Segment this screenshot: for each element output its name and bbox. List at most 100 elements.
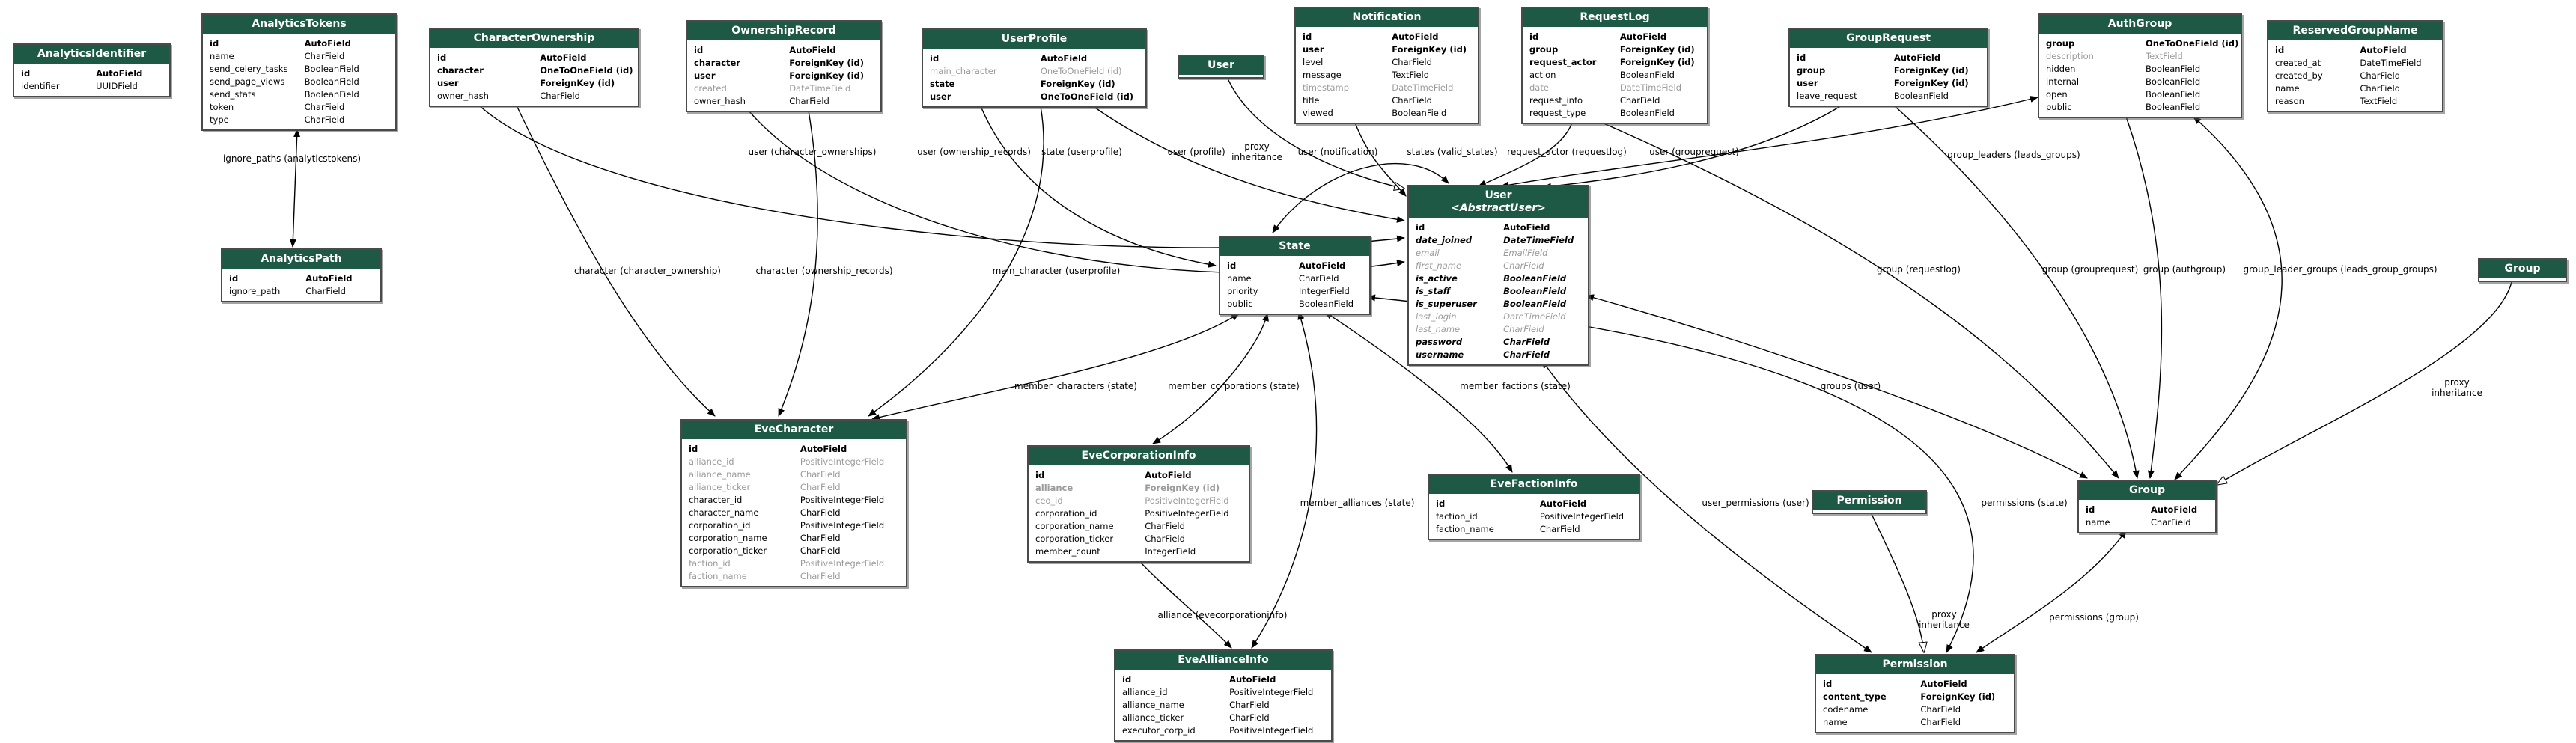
field-name: internal [2046, 76, 2080, 87]
field-name: public [1227, 299, 1253, 309]
field-type: CharField [2150, 517, 2191, 528]
field-type: ForeignKey (id) [1619, 57, 1695, 67]
field-name: id [689, 444, 698, 454]
field-type: DateTimeField [2360, 58, 2422, 68]
field-name: name [2086, 517, 2110, 528]
relationship-edge-15 [2125, 116, 2163, 479]
field-type: BooleanField [1503, 273, 1567, 284]
field-type: DateTimeField [1503, 235, 1574, 245]
field-type: AutoField [540, 52, 587, 63]
field-type: PositiveIntegerField [800, 558, 885, 569]
field-type: AutoField [2150, 504, 2198, 515]
field-name: faction_name [689, 571, 747, 581]
field-name: last_login [1416, 311, 1457, 322]
field-type: PositiveIntegerField [1229, 725, 1314, 736]
field-name: reason [2275, 96, 2304, 106]
field-type: CharField [1920, 717, 1961, 727]
edge-label-user-profile: user (profile) [1167, 147, 1225, 157]
edge-label-proxy: proxy inheritance [2432, 377, 2482, 398]
field-name: name [2275, 83, 2300, 94]
field-name: corporation_ticker [689, 545, 767, 556]
field-name: corporation_id [1035, 508, 1097, 519]
edge-label-member-alliances-state: member_alliances (state) [1300, 498, 1415, 508]
field-name: type [210, 114, 229, 125]
table-name: Permission [1836, 495, 1902, 507]
edge-label-character-character-ownership: character (character_ownership) [574, 266, 721, 276]
field-name: date_joined [1416, 235, 1473, 245]
field-name: created_at [2275, 58, 2321, 68]
table-name: UserProfile [1001, 33, 1068, 45]
field-type: AutoField [2360, 45, 2407, 55]
field-type: DateTimeField [1503, 311, 1566, 322]
field-type: CharField [540, 91, 580, 101]
relationship-edge-28 [1976, 530, 2127, 653]
field-type: OneToOneField (id) [1040, 91, 1134, 102]
edge-label-user-notification: user (notification) [1297, 147, 1378, 157]
field-row-name: name CharField [2079, 516, 2215, 529]
field-name: send_stats [210, 89, 256, 100]
field-name: user [1303, 44, 1324, 55]
table-name: EveFactionInfo [1490, 478, 1578, 490]
field-name: faction_name [1436, 524, 1494, 534]
field-type: ForeignKey (id) [1040, 79, 1115, 89]
field-name: alliance_name [1122, 700, 1184, 710]
table-name: AnalyticsTokens [252, 18, 347, 30]
field-type: CharField [304, 51, 345, 61]
field-type: CharField [1503, 260, 1544, 271]
field-name: created_by [2275, 70, 2323, 81]
field-type: TextField [2360, 96, 2398, 106]
relationship-edge-1 [478, 105, 1405, 248]
field-name: token [210, 102, 234, 112]
field-type: CharField [800, 545, 841, 556]
field-name: open [2046, 89, 2068, 100]
field-name: owner_hash [437, 91, 489, 101]
edge-label-permissions-group: permissions (group) [2049, 612, 2139, 623]
table-name: ReservedGroupName [2292, 25, 2418, 37]
relationship-edge-18 [871, 313, 1240, 421]
table-name: User [1485, 189, 1512, 201]
table-title: User<AbstractUser> [1409, 186, 1588, 220]
field-type: PositiveIntegerField [1145, 495, 1229, 506]
field-type: CharField [800, 533, 841, 543]
edge-label-states-valid-states: states (valid_states) [1407, 147, 1498, 157]
relationship-edge-19 [1152, 313, 1269, 444]
table-title: RequestLog [1523, 8, 1707, 29]
field-name: send_celery_tasks [210, 64, 288, 74]
field-name: first_name [1416, 260, 1462, 271]
field-type: CharField [2360, 83, 2401, 94]
edge-label-proxy: proxy inheritance [1919, 609, 1970, 630]
